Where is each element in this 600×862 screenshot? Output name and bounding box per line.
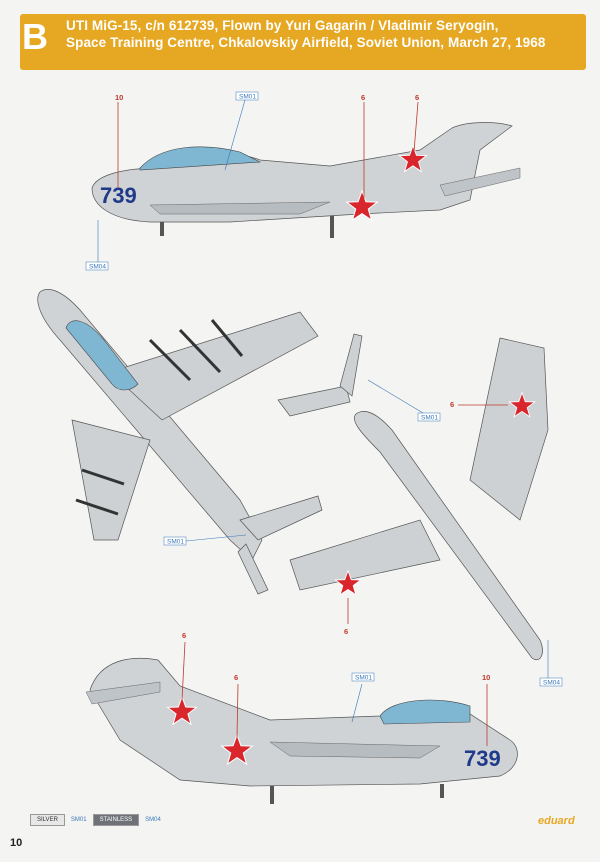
page-number: 10 bbox=[10, 837, 23, 849]
ref-sm04-top: SM04 bbox=[89, 264, 106, 271]
ref-sm01-bottom: SM01 bbox=[355, 675, 372, 682]
ref-sm01-upper: SM01 bbox=[167, 539, 184, 546]
paint-legend: SILVER SM01 STAINLESS SM04 bbox=[30, 814, 161, 826]
profile-letter: B bbox=[22, 16, 48, 57]
legend-stainless-swatch: STAINLESS bbox=[92, 814, 140, 826]
callout-6b-top: 6 bbox=[415, 93, 419, 102]
upper-view: SM01 bbox=[37, 289, 323, 595]
callout-10-bottom: 10 bbox=[482, 673, 490, 682]
title-line-2: Space Training Centre, Chkalovskiy Airfi… bbox=[66, 35, 546, 50]
callout-6a-top: 6 bbox=[361, 93, 365, 102]
title-line-1: UTI MiG-15, c/n 612739, Flown by Yuri Ga… bbox=[66, 18, 499, 33]
profile-header: B UTI MiG-15, c/n 612739, Flown by Yuri … bbox=[20, 14, 586, 70]
callout-6b-lower: 6 bbox=[344, 627, 348, 636]
callout-10-top: 10 bbox=[115, 93, 123, 102]
callout-6a-lower: 6 bbox=[450, 400, 454, 409]
legend-stainless-code: SM04 bbox=[145, 817, 161, 823]
brand-logo: eduard bbox=[538, 815, 575, 827]
lower-view: 6 6 SM01 SM04 bbox=[277, 333, 563, 687]
ref-sm01-top: SM01 bbox=[239, 94, 256, 101]
legend-silver-swatch: SILVER bbox=[30, 814, 65, 826]
legend-silver-code: SM01 bbox=[70, 817, 87, 823]
callout-6b-bottom: 6 bbox=[234, 673, 238, 682]
ref-sm01-lower: SM01 bbox=[421, 415, 438, 422]
ref-sm04-lower: SM04 bbox=[543, 680, 560, 687]
side-view-left: 739 10 6 6 SM01 SM04 bbox=[85, 91, 521, 271]
callout-6a-bottom: 6 bbox=[182, 631, 186, 640]
side-view-right: 739 6 6 10 SM01 bbox=[85, 631, 518, 804]
tail-number-bottom: 739 bbox=[464, 746, 501, 771]
